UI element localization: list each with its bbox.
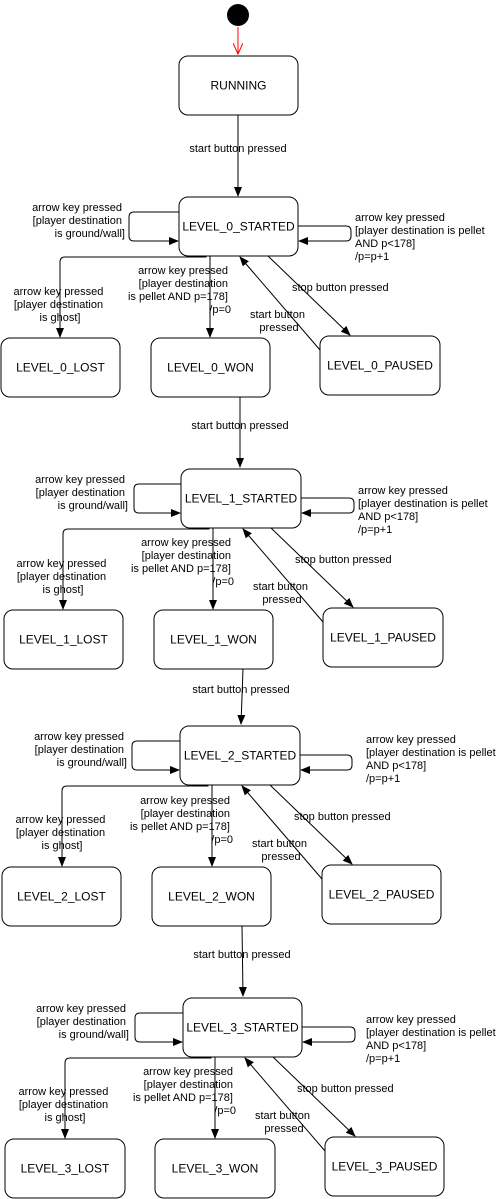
level-3-stop-transition bbox=[272, 1056, 356, 1137]
level-0-ghost-label: arrow key pressed [player destination is… bbox=[14, 286, 107, 324]
state-level-3-paused-label: LEVEL_3_PAUSED bbox=[332, 1160, 438, 1174]
transition-start-label-0: start button pressed bbox=[189, 143, 286, 155]
level-2-resume-label: start button pressed bbox=[252, 838, 310, 863]
state-level-2-started: LEVEL_2_STARTED bbox=[179, 725, 301, 786]
state-level-0-paused: LEVEL_0_PAUSED bbox=[319, 335, 441, 396]
state-running-label: RUNNING bbox=[211, 79, 267, 93]
level-1-resume-transition bbox=[242, 528, 324, 623]
level-1-group: LEVEL_1_STARTED LEVEL_1_LOST LEVEL_1_WON… bbox=[3, 468, 491, 670]
level-0-win-label: arrow key pressed [player destination is… bbox=[128, 265, 231, 316]
level-1-pellet-self-loop bbox=[301, 497, 355, 517]
state-level-1-paused: LEVEL_1_PAUSED bbox=[322, 607, 444, 668]
level-2-ghost-label: arrow key pressed [player destination is… bbox=[16, 814, 109, 852]
level-2-wall-self-loop bbox=[131, 740, 180, 774]
transition-level-1-won-to-level-2 bbox=[237, 668, 246, 725]
state-level-1-lost: LEVEL_1_LOST bbox=[3, 609, 124, 670]
level-1-wall-self-loop bbox=[133, 483, 181, 517]
level-2-group: LEVEL_2_STARTED LEVEL_2_LOST LEVEL_2_WON… bbox=[1, 725, 496, 927]
level-1-wall-label: arrow key pressed [player destination is… bbox=[35, 474, 128, 512]
level-1-ghost-label: arrow key pressed [player destination is… bbox=[17, 558, 110, 596]
state-level-1-won-label: LEVEL_1_WON bbox=[170, 633, 257, 647]
state-level-0-won: LEVEL_0_WON bbox=[150, 337, 271, 398]
level-1-pellet-label: arrow key pressed [player destination is… bbox=[358, 485, 491, 536]
level-3-resume-transition bbox=[244, 1057, 326, 1152]
state-level-1-paused-label: LEVEL_1_PAUSED bbox=[330, 631, 436, 645]
state-level-2-lost-label: LEVEL_2_LOST bbox=[17, 890, 106, 904]
level-0-resume-transition bbox=[239, 256, 321, 351]
state-level-0-started-label: LEVEL_0_STARTED bbox=[182, 220, 295, 234]
level-2-win-label: arrow key pressed [player destination is… bbox=[130, 795, 233, 846]
state-level-2-paused: LEVEL_2_PAUSED bbox=[321, 864, 442, 925]
state-level-0-started: LEVEL_0_STARTED bbox=[178, 196, 299, 257]
transition-start-label-3: start button pressed bbox=[193, 949, 290, 961]
level-2-pellet-label: arrow key pressed [player destination is… bbox=[366, 734, 496, 785]
state-level-3-started-label: LEVEL_3_STARTED bbox=[186, 1021, 299, 1035]
level-0-stop-transition bbox=[267, 255, 351, 336]
transition-start-label-2: start button pressed bbox=[192, 684, 289, 696]
initial-state-node bbox=[227, 4, 249, 26]
state-level-3-lost: LEVEL_3_LOST bbox=[4, 1138, 126, 1199]
level-2-ghost-transition bbox=[58, 785, 209, 867]
state-level-3-won-label: LEVEL_3_WON bbox=[172, 1162, 259, 1176]
level-3-ghost-transition bbox=[61, 1057, 212, 1139]
state-level-3-won: LEVEL_3_WON bbox=[154, 1138, 276, 1199]
state-level-1-started: LEVEL_1_STARTED bbox=[180, 468, 302, 529]
level-3-ghost-label: arrow key pressed [player destination is… bbox=[19, 1086, 112, 1124]
state-level-0-paused-label: LEVEL_0_PAUSED bbox=[327, 359, 433, 373]
level-3-stop-label: stop button pressed bbox=[297, 1083, 394, 1095]
level-0-wall-self-loop bbox=[128, 211, 179, 245]
level-1-win-label: arrow key pressed [player destination is… bbox=[131, 537, 234, 588]
state-level-0-lost-label: LEVEL_0_LOST bbox=[16, 361, 105, 375]
state-level-2-started-label: LEVEL_2_STARTED bbox=[184, 749, 297, 763]
state-level-3-paused: LEVEL_3_PAUSED bbox=[324, 1136, 445, 1197]
level-0-group: LEVEL_0_STARTED LEVEL_0_LOST LEVEL_0_WON… bbox=[0, 196, 488, 398]
state-level-2-won-label: LEVEL_2_WON bbox=[168, 890, 255, 904]
state-level-0-won-label: LEVEL_0_WON bbox=[167, 361, 254, 375]
level-2-pellet-self-loop bbox=[300, 754, 353, 774]
state-level-1-lost-label: LEVEL_1_LOST bbox=[19, 633, 108, 647]
state-level-0-lost: LEVEL_0_LOST bbox=[0, 337, 121, 398]
transition-level-2-won-to-level-3 bbox=[238, 925, 247, 997]
level-3-wall-label: arrow key pressed [player destination is… bbox=[36, 1003, 129, 1041]
level-2-stop-transition bbox=[269, 784, 353, 865]
level-2-resume-transition bbox=[241, 785, 323, 880]
state-level-1-won: LEVEL_1_WON bbox=[153, 609, 274, 670]
level-0-pellet-label: arrow key pressed [player destination is… bbox=[355, 212, 488, 263]
level-0-wall-label: arrow key pressed [player destination is… bbox=[32, 202, 125, 240]
state-level-2-won: LEVEL_2_WON bbox=[151, 866, 272, 927]
level-3-wall-self-loop bbox=[134, 1012, 183, 1046]
level-0-resume-label: start button pressed bbox=[250, 309, 308, 334]
level-1-stop-label: stop button pressed bbox=[295, 554, 392, 566]
transition-start-label-1: start button pressed bbox=[191, 420, 288, 432]
level-0-stop-label: stop button pressed bbox=[292, 282, 389, 294]
level-1-stop-transition bbox=[270, 527, 354, 608]
level-3-pellet-self-loop bbox=[302, 1026, 356, 1046]
level-3-resume-label: start button pressed bbox=[255, 1110, 313, 1135]
level-2-wall-label: arrow key pressed [player destination is… bbox=[34, 731, 127, 769]
state-level-3-started: LEVEL_3_STARTED bbox=[182, 997, 303, 1058]
state-level-3-lost-label: LEVEL_3_LOST bbox=[21, 1162, 110, 1176]
level-3-pellet-label: arrow key pressed [player destination is… bbox=[366, 1014, 496, 1065]
level-2-stop-label: stop button pressed bbox=[294, 811, 391, 823]
level-0-pellet-self-loop bbox=[298, 225, 352, 245]
level-3-group: LEVEL_3_STARTED LEVEL_3_LOST LEVEL_3_WON… bbox=[4, 997, 496, 1199]
state-level-2-lost: LEVEL_2_LOST bbox=[1, 866, 122, 927]
level-1-ghost-transition bbox=[59, 528, 210, 610]
level-3-win-label: arrow key pressed [player destination is… bbox=[133, 1066, 236, 1117]
level-0-ghost-transition bbox=[56, 256, 207, 338]
state-level-1-started-label: LEVEL_1_STARTED bbox=[185, 492, 298, 506]
state-level-2-paused-label: LEVEL_2_PAUSED bbox=[329, 888, 435, 902]
state-running: RUNNING bbox=[178, 55, 299, 116]
level-1-resume-label: start button pressed bbox=[253, 581, 311, 606]
